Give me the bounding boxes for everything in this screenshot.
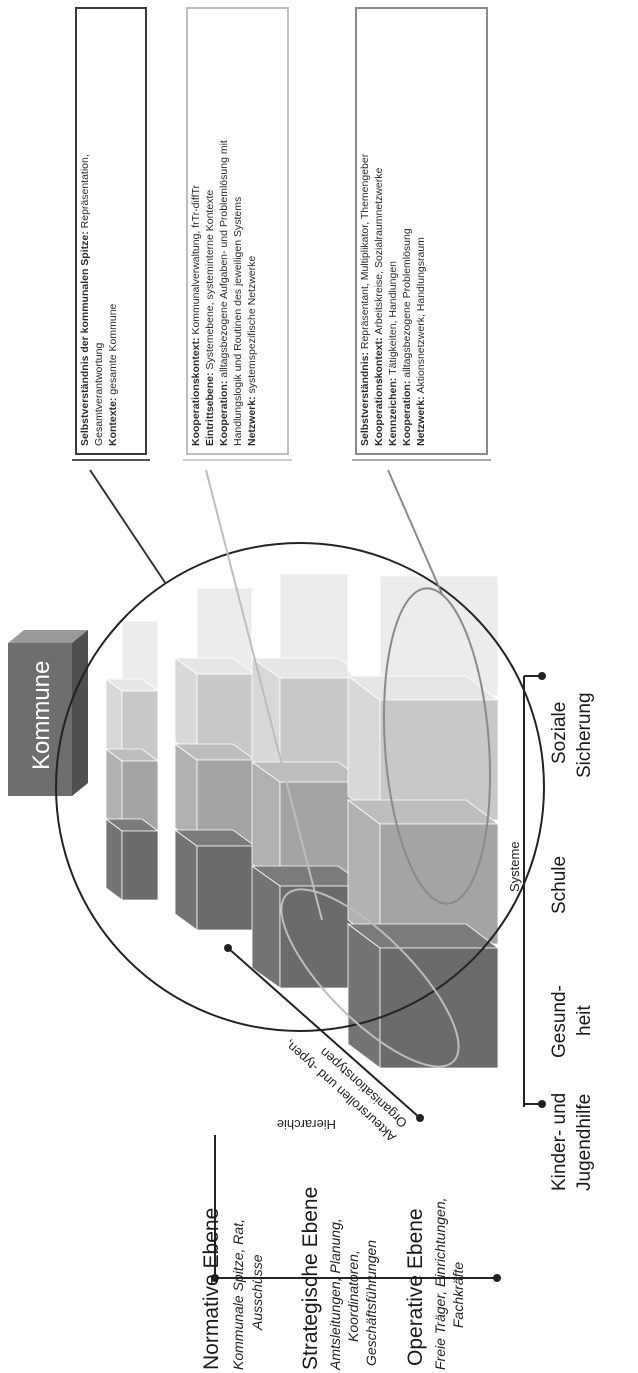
- cube-side-face: [251, 865, 281, 989]
- level-strategic-title: Strategische Ebene: [299, 1187, 322, 1370]
- cube: [104, 678, 160, 761]
- level-strategic-sub-1: Amtsleitungen, Planung,: [327, 1218, 343, 1371]
- system-label-kinder-jugendhilfe-2: Jugendhilfe: [574, 1094, 595, 1191]
- cube-side-face: [105, 608, 123, 691]
- cube-front-face: [121, 620, 159, 691]
- operative-ellipse: [382, 587, 492, 905]
- cube-front-face: [196, 845, 256, 931]
- cube: [250, 553, 368, 677]
- cube-front-face: [121, 830, 159, 901]
- system-labels: Kinder- und Jugendhilfe Gesund- heit Sch…: [549, 692, 595, 1191]
- cube: [173, 743, 257, 845]
- info-box-normative-text: Selbstverständnis der kommunalen Spitze:…: [79, 154, 119, 446]
- cube: [346, 799, 500, 945]
- cube: [346, 923, 500, 1069]
- cube-side-face: [174, 571, 198, 673]
- cube-side-face: [347, 799, 381, 945]
- cube-side-face: [347, 675, 381, 821]
- level-labels: Normative Ebene Kommunale Spitze, Rat, A…: [200, 1187, 466, 1371]
- strategic-ellipse: [280, 888, 460, 1068]
- info-box-normative: Selbstverständnis der kommunalen Spitze:…: [72, 7, 150, 461]
- cube: [346, 551, 500, 697]
- level-normative-sub-2: Ausschüsse: [249, 1254, 265, 1331]
- system-label-schule: Schule: [549, 856, 570, 914]
- cube: [250, 761, 368, 885]
- cube: [104, 608, 160, 691]
- cube-side-face: [174, 743, 198, 845]
- cube: [173, 657, 257, 759]
- info-box-strategic-text: Kooperationskontext: Kommunalverwaltung,…: [190, 140, 258, 446]
- cube: [104, 748, 160, 831]
- hierarchy-axis: Hierarchie: [211, 1117, 501, 1282]
- level-strategic-sub-3: Geschäftsführungen: [363, 1240, 379, 1366]
- hierarchy-axis-label: Hierarchie: [277, 1117, 336, 1132]
- info-box-operative: Selbstverständnis: Repräsentant, Multipl…: [352, 7, 491, 461]
- level-operative-sub-2: Fachkräfte: [450, 1262, 466, 1328]
- info-box-operative-text: Selbstverständnis: Repräsentant, Multipl…: [359, 153, 427, 446]
- systems-axis: Systeme: [507, 672, 546, 1108]
- system-label-gesundheit-1: Gesund-: [549, 985, 570, 1058]
- kommune-label: Kommune: [28, 661, 55, 770]
- cube-front-face: [379, 947, 499, 1069]
- cube-side-face: [347, 551, 381, 697]
- level-strategic-sub-2: Koordinatoren,: [345, 1250, 361, 1342]
- cube-front-face: [121, 690, 159, 761]
- cube-front-face: [121, 760, 159, 831]
- cube-side-face: [174, 829, 198, 931]
- cube: [104, 818, 160, 901]
- cube-front-face: [379, 575, 499, 697]
- system-label-soziale-1: Soziale: [549, 702, 570, 764]
- cube-side-face: [105, 678, 123, 761]
- level-operative-title: Operative Ebene: [404, 1208, 427, 1366]
- kommune-block: Kommune: [8, 630, 88, 796]
- level-operative-sub-1: Freie Träger, Einrichtungen,: [432, 1198, 448, 1371]
- connector-strategic: [205, 469, 323, 921]
- level-normative-title: Normative Ebene: [200, 1208, 223, 1370]
- cube-front-face: [379, 823, 499, 945]
- connector-operative: [387, 469, 443, 595]
- level-normative-sub-1: Kommunale Spitze, Rat,: [230, 1219, 246, 1370]
- system-label-kinder-jugendhilfe-1: Kinder- und: [549, 1093, 570, 1191]
- cube-side-face: [105, 748, 123, 831]
- systems-axis-label: Systeme: [507, 841, 522, 892]
- system-label-gesundheit-2: heit: [574, 1005, 595, 1036]
- cube-side-face: [105, 818, 123, 901]
- cube-front-face: [379, 699, 499, 821]
- cube: [173, 829, 257, 931]
- cube-grid: [104, 551, 500, 1069]
- kommune-circle: [55, 542, 545, 1032]
- cube: [173, 571, 257, 673]
- cube: [250, 865, 368, 989]
- cube-side-face: [174, 657, 198, 759]
- cube: [250, 657, 368, 781]
- connector-normative: [89, 469, 167, 585]
- system-label-soziale-2: Sicherung: [574, 692, 595, 778]
- cube: [346, 675, 500, 821]
- cube-side-face: [347, 923, 381, 1069]
- info-box-strategic: Kooperationskontext: Kommunalverwaltung,…: [183, 7, 292, 461]
